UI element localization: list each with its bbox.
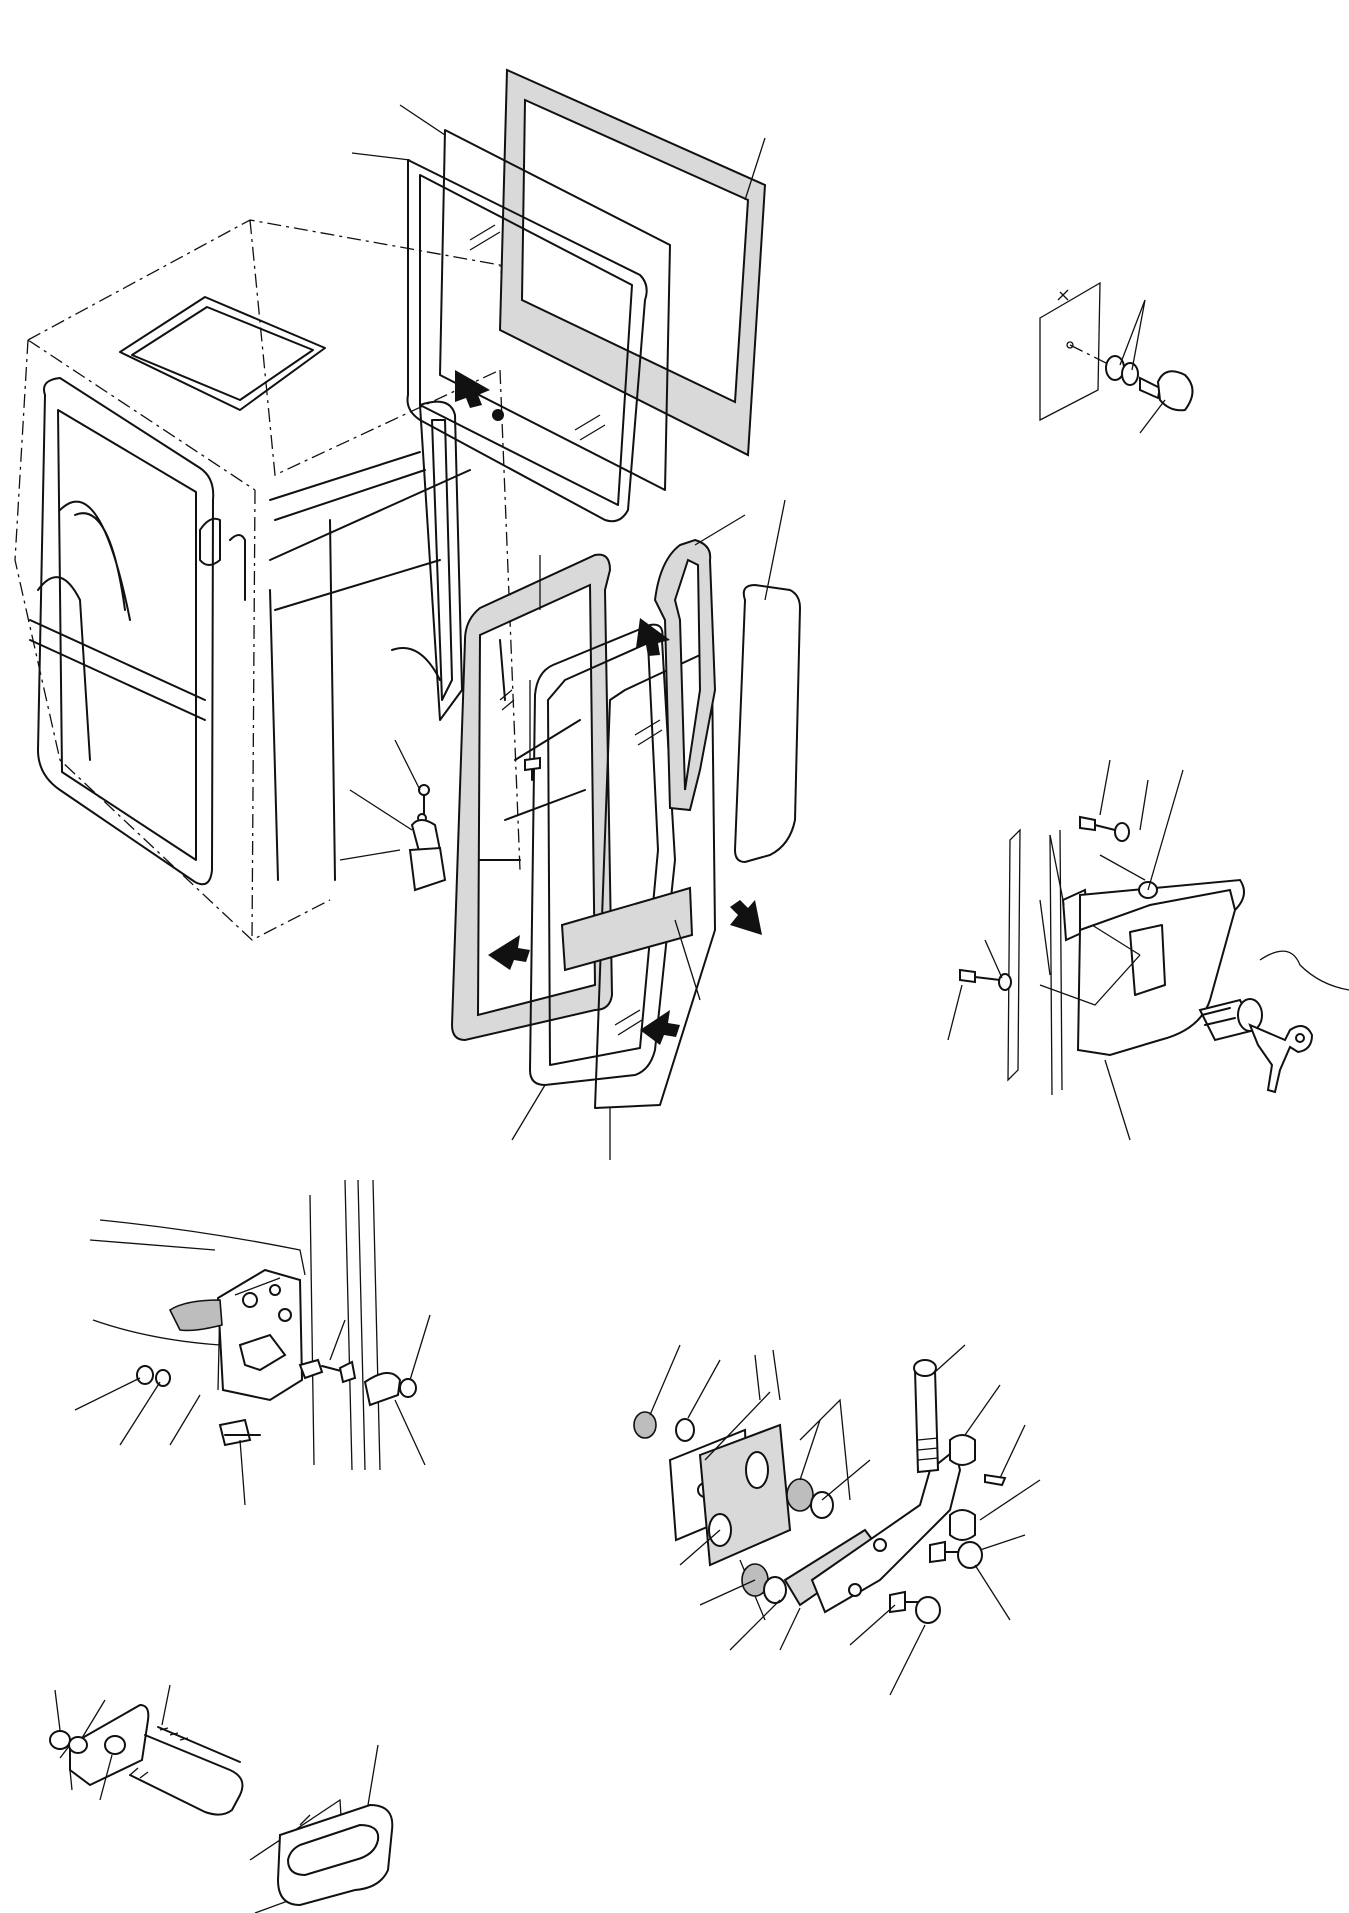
arrow-marker-icon [455, 370, 762, 1045]
door-rear-glass [734, 584, 801, 863]
door-lower-panel [560, 886, 694, 972]
cab-body [14, 219, 521, 941]
door-frame-outer [450, 553, 614, 1042]
door-latch-detail [74, 1179, 431, 1506]
door-stopper-detail [1039, 281, 1194, 434]
door-catch-u-bolt-detail [49, 1684, 394, 1913]
key-icon [1248, 1023, 1314, 1094]
front-window-seal [498, 68, 767, 457]
cab-mount-screw [408, 756, 541, 892]
leader-lines-main [339, 104, 786, 1160]
door-sliding-seal [653, 538, 717, 812]
front-window-glass [439, 129, 671, 491]
door-hinge-detail [633, 1344, 1041, 1696]
door-handle-lock-detail [947, 759, 1349, 1141]
front-window-frame [406, 159, 648, 523]
